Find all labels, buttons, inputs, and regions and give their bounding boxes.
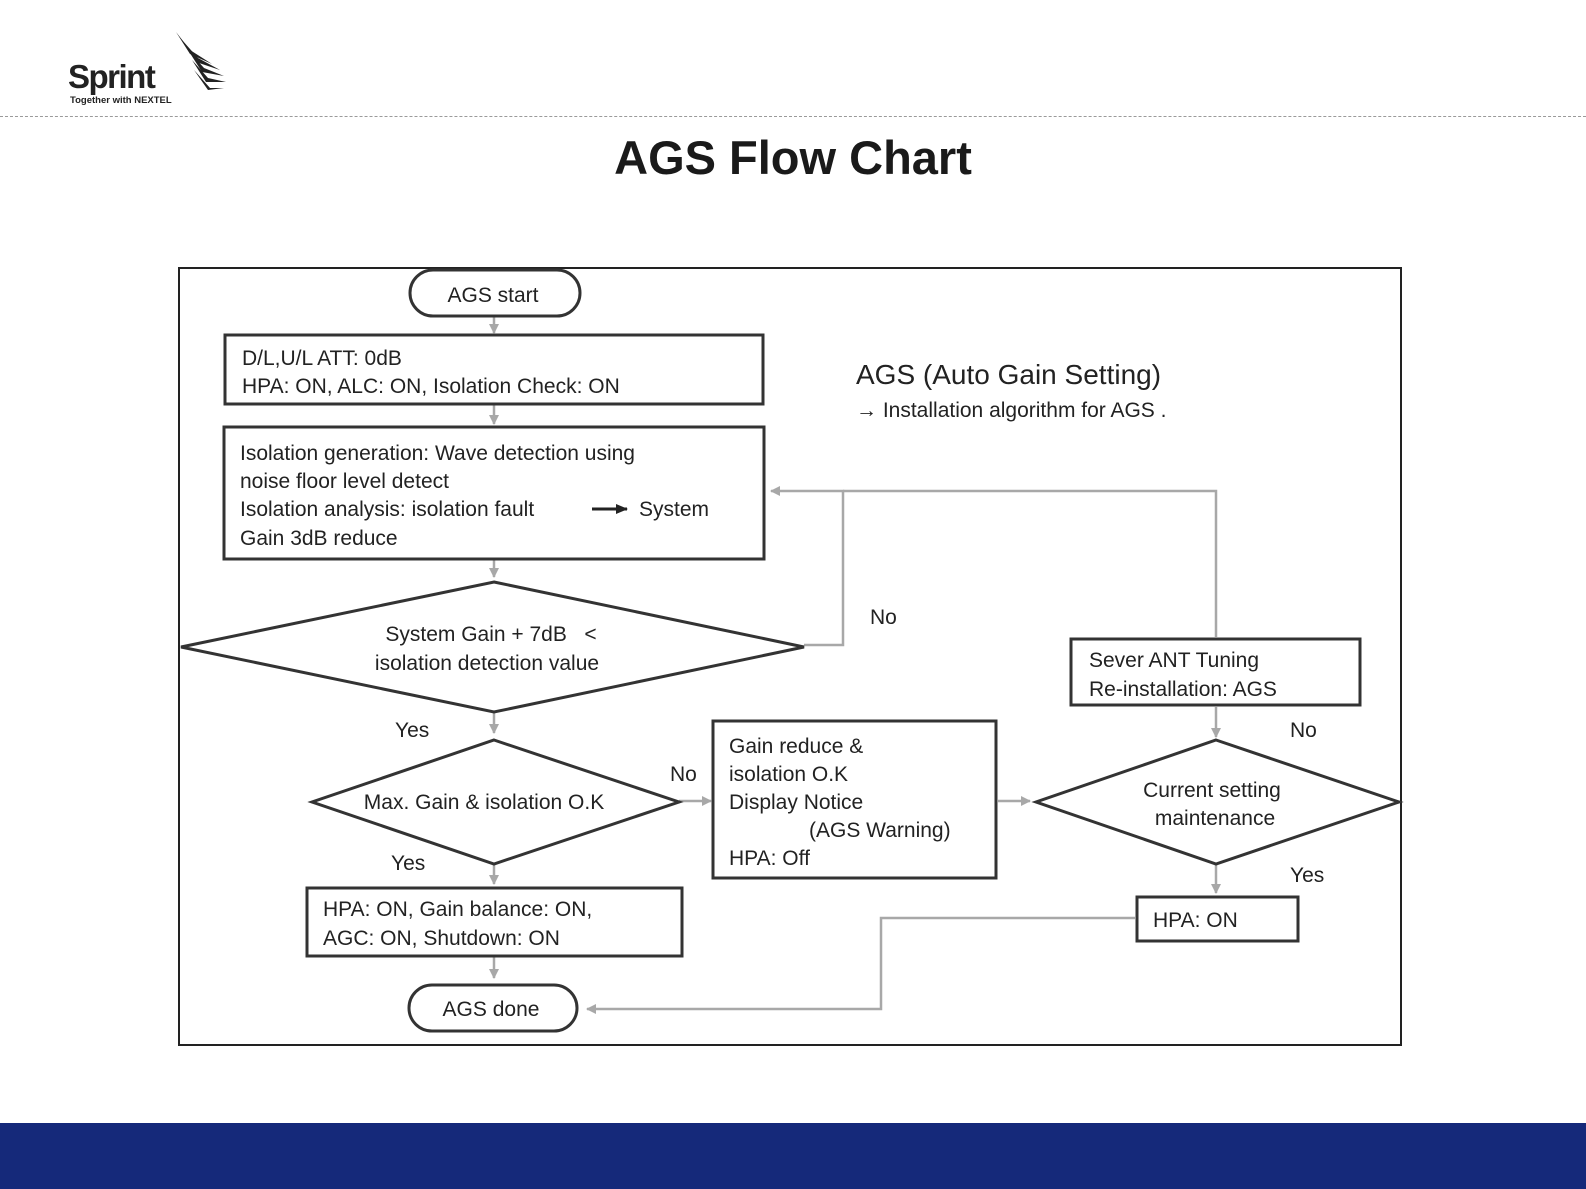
node-hpa-on [1135,895,1300,943]
logo-brand: Sprint [68,58,156,95]
connector-sever-loop [843,489,1218,637]
node-hpa-balance [305,886,684,958]
legend-subtitle: → Installation algorithm for AGS . [856,399,1166,422]
node-isolation-line-2: noise floor level detect [240,470,449,493]
node-sever-line-2: Re-installation: AGS [1089,678,1277,701]
header-divider [0,116,1586,117]
edge-label-gain-no: No [870,606,897,629]
node-decision-gain-line-1: System Gain + 7dB < [385,623,596,646]
node-start-label: AGS start [447,284,538,307]
node-init-line-2: HPA: ON, ALC: ON, Isolation Check: ON [242,375,620,398]
node-isolation [222,425,766,561]
node-sever [1069,637,1362,707]
node-decision-gain-line-2: isolation detection value [375,652,599,675]
edge-label-current-no: No [1290,719,1317,742]
node-done-label: AGS done [443,998,540,1021]
node-warning [711,719,998,880]
node-decision-max-label: Max. Gain & isolation O.K [364,791,604,814]
node-isolation-line-1: Isolation generation: Wave detection usi… [240,442,635,465]
node-decision-current [1031,738,1404,866]
node-decision-current-line-1: Current setting [1143,779,1281,802]
logo-tagline: Together with NEXTEL [70,95,172,106]
footer-bar [0,1123,1586,1189]
node-warning-line-5: HPA: Off [729,847,810,870]
edge-label-max-yes: Yes [391,852,425,875]
edge-label-gain-yes: Yes [395,719,429,742]
node-done [407,983,579,1033]
node-isolation-line-3: Isolation analysis: isolation fault [240,498,534,521]
node-init-line-1: D/L,U/L ATT: 0dB [242,347,402,370]
node-decision-max [307,738,684,866]
node-hpa-balance-line-1: HPA: ON, Gain balance: ON, [323,898,592,921]
connector-gain-no-loop [770,486,845,647]
node-start [408,268,582,318]
node-decision-current-line-2: maintenance [1155,807,1275,830]
node-hpa-on-label: HPA: ON [1153,909,1238,932]
node-sever-line-1: Sever ANT Tuning [1089,649,1259,672]
sprint-logo: Sprint Together with NEXTEL [64,28,244,108]
node-isolation-line-4: Gain 3dB reduce [240,527,398,550]
node-warning-line-4: (AGS Warning) [809,819,951,842]
edge-label-max-no: No [670,763,697,786]
sprint-wing-icon [176,32,226,90]
node-warning-line-1: Gain reduce & [729,735,863,758]
node-init [223,333,765,406]
node-decision-gain [180,580,805,714]
node-warning-line-2: isolation O.K [729,763,848,786]
node-hpa-balance-line-2: AGC: ON, Shutdown: ON [323,927,560,950]
node-warning-line-3: Display Notice [729,791,863,814]
legend-title: AGS (Auto Gain Setting) [856,359,1161,390]
diagram-frame [178,267,1402,1046]
connector-hpa-done [586,916,1135,1014]
connectors [489,316,1221,1014]
node-isolation-line-3b: System [639,498,709,521]
edge-label-current-yes: Yes [1290,864,1324,887]
page-title: AGS Flow Chart [614,131,972,184]
